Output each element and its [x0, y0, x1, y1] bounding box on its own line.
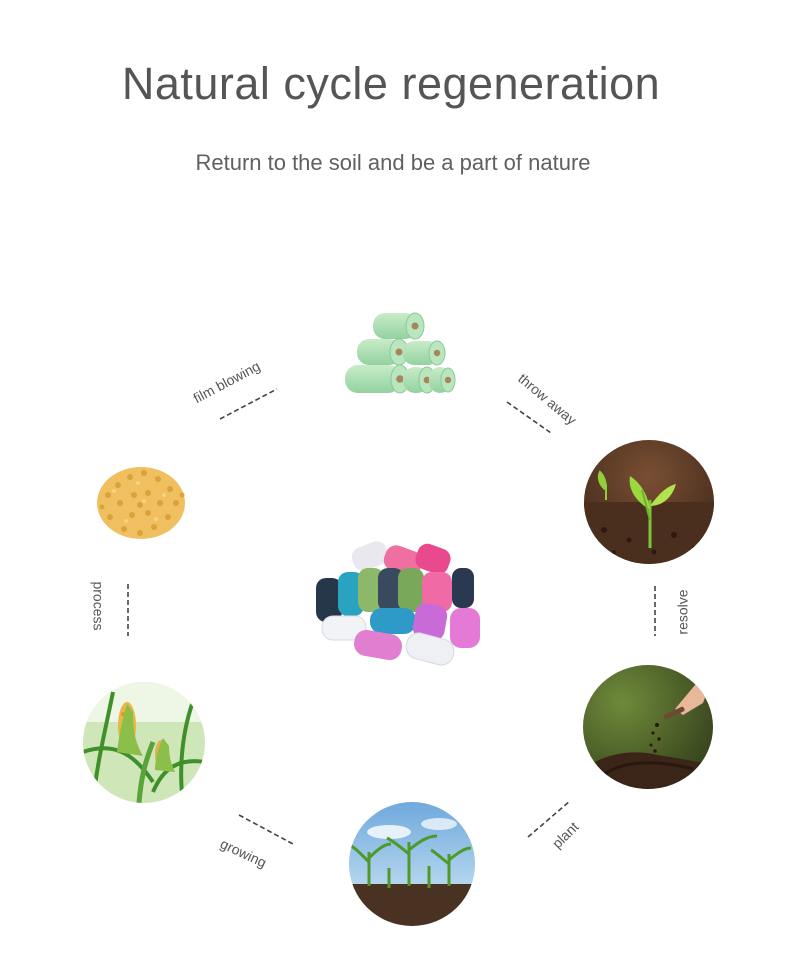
corn-plant-image — [83, 682, 205, 803]
page-subtitle: Return to the soil and be a part of natu… — [195, 150, 591, 175]
connector-growing — [238, 814, 294, 845]
bag-rolls-image — [312, 538, 487, 678]
soil-image — [583, 665, 713, 789]
connector-throw-away — [506, 401, 552, 434]
page-title: Natural cycle regeneration — [121, 58, 661, 109]
corn-kernels-image — [88, 455, 194, 550]
corn-field-image — [349, 802, 475, 926]
film-rolls-image — [343, 305, 458, 405]
connector-plant — [527, 800, 571, 838]
connector-film-blowing — [219, 388, 278, 420]
seedling-image — [584, 440, 714, 564]
